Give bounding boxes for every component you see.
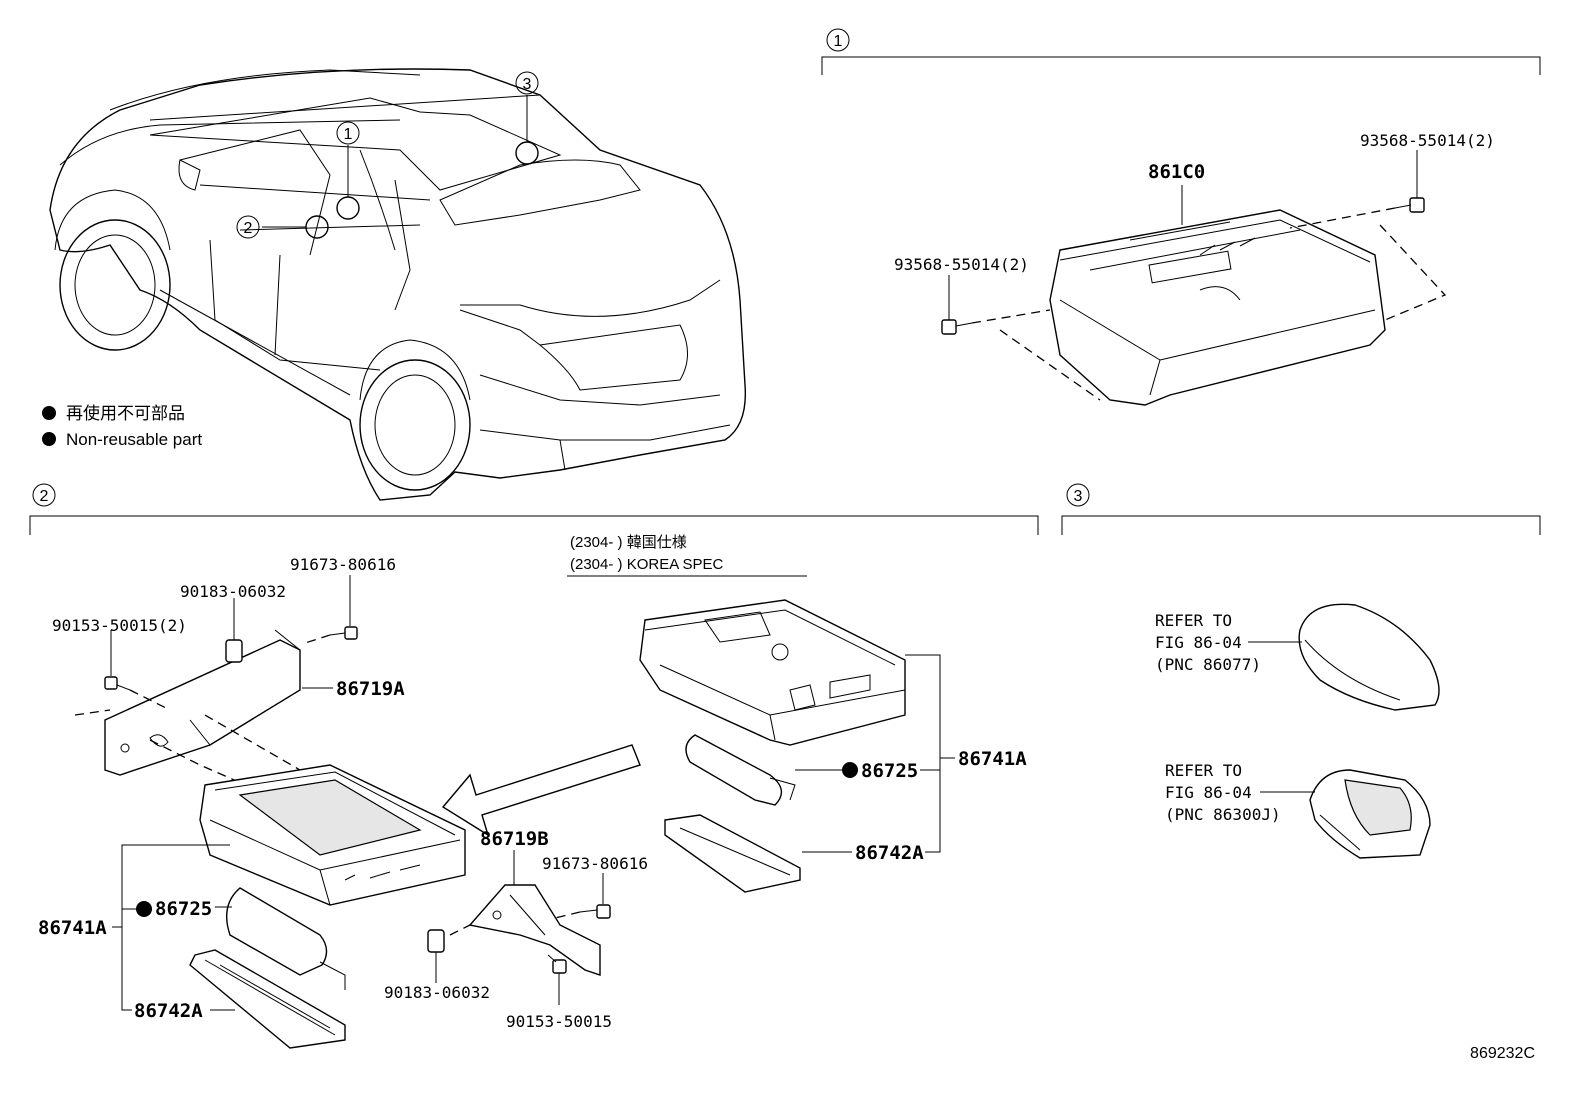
section-1-bracket [821, 56, 1541, 75]
bolt-icon [941, 319, 973, 335]
shark-fin-antenna-illustration [1298, 603, 1440, 711]
figure-code: 869232C [1470, 1045, 1535, 1062]
antenna-base-illustration [1309, 769, 1431, 859]
part-number-861c0: 861C0 [1148, 161, 1205, 183]
part-number-86725-right: 86725 [861, 760, 918, 782]
location-marker-3 [515, 141, 539, 165]
section-1: 1 861C0 93568-55014(2) [821, 28, 1541, 406]
non-reusable-dot-icon [842, 762, 858, 778]
svg-text:2: 2 [244, 220, 253, 237]
spec-note-jp: (2304- ) 韓国仕様 [570, 534, 687, 551]
part-number-nut-bottom: 90183-06032 [384, 983, 490, 1002]
part-86741a-right-illustration [639, 599, 906, 746]
bolt-icon [1394, 197, 1425, 213]
section-3-number: 3 [1074, 488, 1083, 505]
svg-text:3: 3 [523, 76, 532, 93]
refer-1-line3: (PNC 86077) [1155, 655, 1261, 674]
refer-2-line3: (PNC 86300J) [1165, 805, 1281, 824]
refer-2-line2: FIG 86-04 [1165, 783, 1252, 802]
legend-label-en: Non-reusable part [66, 430, 202, 449]
legend-label-jp: 再使用不可部品 [66, 403, 185, 423]
section-2-bracket [29, 515, 1039, 535]
part-861c0-illustration [1049, 209, 1386, 406]
non-reusable-dot-icon [42, 432, 56, 446]
spec-note-en: (2304- ) KOREA SPEC [570, 556, 724, 573]
part-number-86719a: 86719A [336, 678, 405, 700]
nut-icon [427, 929, 445, 953]
svg-text:1: 1 [344, 126, 353, 143]
part-number-86742a-left: 86742A [134, 1000, 203, 1022]
bolt-icon [579, 904, 611, 919]
part-number-screw-top: 91673-80616 [290, 555, 396, 574]
refer-1-line1: REFER TO [1155, 611, 1232, 630]
section-2: 2 (2304- ) 韓国仕様 (2304- ) KOREA SPEC 8671… [29, 483, 1039, 1049]
bolt-icon [547, 954, 567, 974]
vehicle-callout-2: 2 [236, 215, 260, 239]
part-86719b-illustration [468, 884, 601, 976]
part-number-nut-top: 90183-06032 [180, 582, 286, 601]
nut-icon [225, 639, 243, 663]
part-86742a-left-illustration [189, 949, 346, 1049]
part-number-screw-bottom: 90153-50015 [506, 1012, 612, 1031]
refer-2-line1: REFER TO [1165, 761, 1242, 780]
part-number-screw-left: 93568-55014(2) [894, 255, 1029, 274]
vehicle-callout-3: 3 [515, 71, 539, 95]
part-number-86741a-right: 86741A [958, 748, 1027, 770]
legend: 再使用不可部品 Non-reusable part [42, 403, 202, 449]
part-86725-left-illustration [226, 887, 346, 990]
part-number-86742a-right: 86742A [855, 842, 924, 864]
location-marker-1 [336, 196, 360, 220]
bolt-icon [329, 626, 358, 640]
section-3: 3 REFER TO FIG 86-04 (PNC 86077) REFER T… [1061, 483, 1541, 859]
part-number-86719b: 86719B [480, 828, 549, 850]
non-reusable-dot-icon [136, 901, 152, 917]
part-number-86725-left: 86725 [155, 898, 212, 920]
vehicle-illustration [49, 68, 747, 501]
non-reusable-dot-icon [42, 406, 56, 420]
part-number-screw-mid: 91673-80616 [542, 854, 648, 873]
arrow-icon [441, 744, 641, 837]
part-86742a-right-illustration [664, 814, 801, 893]
section-1-number: 1 [834, 33, 843, 50]
bolt-icon [104, 676, 131, 691]
part-86741a-left-illustration [199, 764, 466, 906]
vehicle-callout-1: 1 [336, 121, 360, 145]
part-number-86741a-left: 86741A [38, 917, 107, 939]
part-number-screw-left: 90153-50015(2) [52, 616, 187, 635]
part-86725-right-illustration [685, 734, 796, 806]
refer-1-line2: FIG 86-04 [1155, 633, 1242, 652]
section-3-bracket [1061, 515, 1541, 535]
section-2-number: 2 [40, 488, 49, 505]
part-number-screw-right: 93568-55014(2) [1360, 131, 1495, 150]
